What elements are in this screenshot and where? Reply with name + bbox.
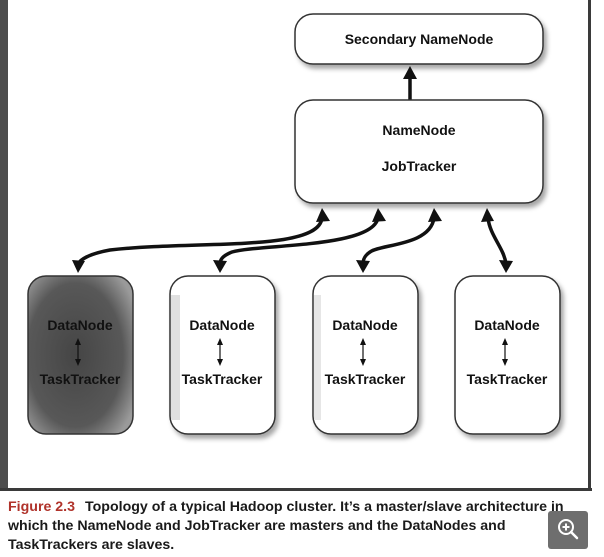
slave-node-2: DataNode TaskTracker — [169, 275, 276, 435]
zoom-button[interactable] — [548, 511, 588, 549]
link-slave-4 — [486, 217, 508, 265]
cluster-topology-diagram: Secondary NameNode NameNode JobTracker D… — [27, 13, 561, 435]
slave-4-datanode-label: DataNode — [474, 317, 540, 333]
frame-border-left — [0, 0, 8, 490]
frame-border-right — [588, 0, 591, 490]
master-slave-links — [76, 217, 508, 265]
slave-1-datanode-label: DataNode — [47, 317, 113, 333]
slave-2-tasktracker-label: TaskTracker — [182, 371, 263, 387]
link-arrowheads — [72, 208, 513, 273]
secondary-namenode-box: Secondary NameNode — [294, 13, 544, 65]
slave-3-tasktracker-label: TaskTracker — [325, 371, 406, 387]
slave-1-tasktracker-label: TaskTracker — [40, 371, 121, 387]
figure-number: Figure 2.3 — [8, 499, 76, 515]
zoom-in-icon — [558, 519, 579, 540]
slave-2-datanode-label: DataNode — [189, 317, 255, 333]
caption-text: Topology of a typical Hadoop cluster. It… — [8, 499, 564, 553]
slave-node-4: DataNode TaskTracker — [454, 275, 561, 435]
master-node-box: NameNode JobTracker — [294, 99, 544, 204]
link-slave-2 — [218, 217, 380, 265]
namenode-label: NameNode — [382, 122, 455, 138]
slave-4-tasktracker-label: TaskTracker — [467, 371, 548, 387]
slave-3-datanode-label: DataNode — [332, 317, 398, 333]
slave-node-3: DataNode TaskTracker — [312, 275, 419, 435]
secondary-namenode-label: Secondary NameNode — [345, 31, 494, 47]
link-slave-3 — [361, 217, 436, 265]
link-slave-1 — [76, 217, 324, 265]
frame-border-bottom — [0, 488, 592, 491]
slave-node-1: DataNode TaskTracker — [27, 275, 134, 435]
jobtracker-label: JobTracker — [382, 158, 457, 174]
